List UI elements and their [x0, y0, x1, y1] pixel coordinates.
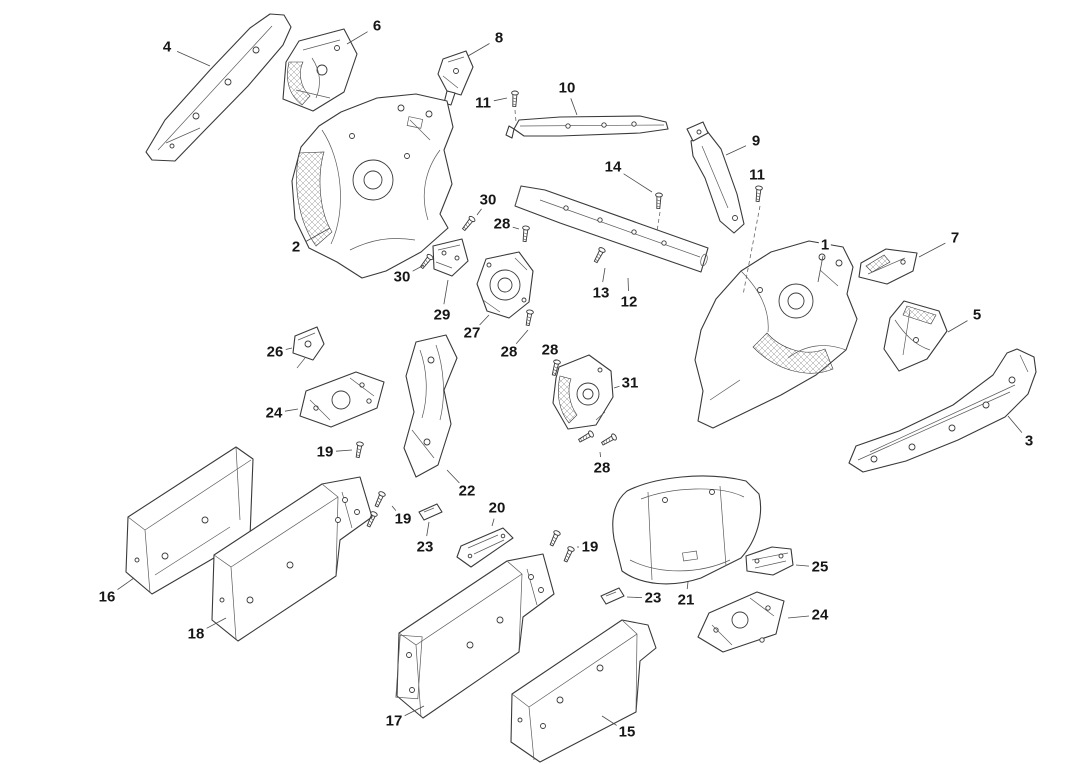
bolt-19-icon — [547, 529, 562, 548]
part-15-drawing — [510, 619, 657, 763]
leader-line-28 — [515, 329, 529, 344]
part-1-drawing — [694, 240, 858, 429]
leader-line-24 — [787, 615, 810, 619]
part-21-drawing — [612, 475, 762, 585]
leader-line-23 — [426, 521, 430, 537]
leader-line-28 — [599, 451, 601, 458]
leader-line-16 — [115, 577, 135, 592]
bolt-28-icon — [577, 429, 595, 445]
leader-line-31 — [613, 385, 620, 389]
part-18-drawing — [211, 476, 373, 642]
bolt-11-icon — [510, 90, 519, 108]
part-23-right-drawing — [600, 587, 625, 605]
bolt-19-icon — [561, 545, 576, 564]
part-20-drawing — [456, 527, 514, 568]
part-drawings — [125, 13, 1037, 763]
part-12-drawing — [514, 185, 709, 273]
leader-line-18 — [205, 617, 227, 630]
part-25-drawing — [745, 546, 794, 576]
part-6-drawing — [282, 28, 358, 112]
leader-line-13 — [602, 267, 606, 283]
part-29-drawing — [432, 238, 469, 277]
part-27-drawing — [476, 251, 534, 319]
part-2-drawing — [291, 93, 454, 279]
part-3-drawing — [848, 348, 1037, 473]
leader-line-6 — [346, 31, 368, 45]
leader-line-25 — [795, 564, 810, 567]
bolt-11-icon — [753, 185, 764, 203]
part-26-drawing — [292, 326, 325, 369]
leader-line-4 — [176, 51, 211, 67]
leader-line-30 — [411, 264, 425, 273]
leader-line-11 — [493, 97, 508, 102]
part-24-left-drawing — [299, 371, 385, 428]
part-17-drawing — [395, 553, 555, 719]
leader-line-28 — [554, 359, 557, 362]
part-5-drawing — [883, 300, 948, 372]
leader-line-3 — [1007, 415, 1023, 433]
bolt-28-icon — [600, 432, 618, 448]
leader-line-2 — [305, 227, 331, 242]
leader-lines — [115, 31, 1023, 727]
bolt-13-icon — [592, 246, 607, 264]
leader-line-10 — [570, 98, 578, 116]
leader-line-23 — [626, 596, 643, 598]
leader-line-21 — [686, 581, 689, 590]
part-23-left-drawing — [418, 503, 443, 521]
leader-line-28 — [512, 226, 520, 230]
bolt-19-icon — [353, 440, 365, 459]
bolt-28-icon — [523, 308, 535, 327]
leader-line-30 — [476, 208, 482, 216]
part-8-drawing — [437, 50, 474, 106]
leader-line-8 — [467, 43, 490, 57]
leader-line-26 — [285, 347, 293, 350]
part-22-drawing — [403, 334, 458, 478]
bolt-28-icon — [520, 225, 531, 243]
leader-line-12 — [627, 277, 629, 292]
leader-line-27 — [479, 314, 490, 326]
part-10-drawing — [505, 115, 669, 139]
leader-line-17 — [403, 705, 425, 717]
bolt-30-icon — [460, 214, 477, 233]
leader-line-20 — [491, 518, 495, 527]
leader-line-22 — [446, 469, 460, 484]
leader-line-19 — [335, 449, 353, 452]
part-9-drawing — [686, 121, 745, 234]
leader-line-29 — [443, 279, 449, 305]
leader-line-14 — [622, 172, 653, 193]
leader-line-5 — [947, 320, 968, 333]
leader-line-7 — [918, 242, 946, 258]
part-31-drawing — [552, 354, 614, 430]
leader-line-19 — [391, 505, 397, 511]
bolt-19-icon — [372, 490, 387, 509]
part-24-right-drawing — [697, 591, 785, 653]
part-4-drawing — [145, 13, 292, 162]
leader-line-9 — [725, 145, 747, 156]
leader-line-15 — [601, 715, 618, 727]
leader-line-1 — [817, 255, 824, 283]
part-16-drawing — [125, 446, 254, 595]
bolt-30-icon — [418, 252, 435, 271]
alignment-lines — [514, 109, 761, 296]
part-7-drawing — [858, 248, 918, 285]
bolt-14-icon — [654, 192, 663, 210]
leader-line-24 — [284, 408, 299, 412]
